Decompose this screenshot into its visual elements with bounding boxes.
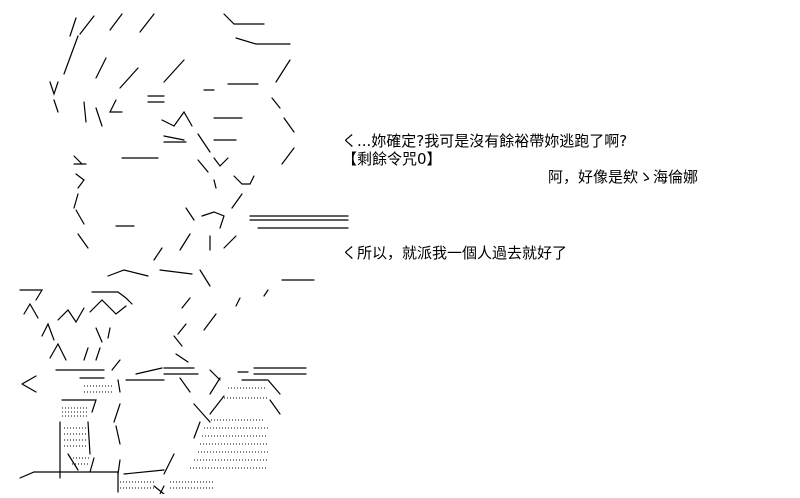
- body-strokes: [19, 269, 315, 494]
- dialogue-line-2-command-seals: 【剩餘令咒0】: [342, 150, 442, 168]
- dotted-shading: [62, 385, 268, 489]
- dialogue-line-1: く...妳確定?我可是沒有餘裕帶妳逃跑了啊?: [342, 132, 628, 150]
- ascii-art-figure: [19, 13, 349, 494]
- dialogue-line-3-reply: 阿，好像是欸ゝ海倫娜: [548, 168, 699, 186]
- face-strokes: [49, 81, 349, 261]
- dialogue-line-4: く所以，就派我一個人過去就好了: [342, 244, 568, 262]
- hair-strokes: [63, 13, 295, 165]
